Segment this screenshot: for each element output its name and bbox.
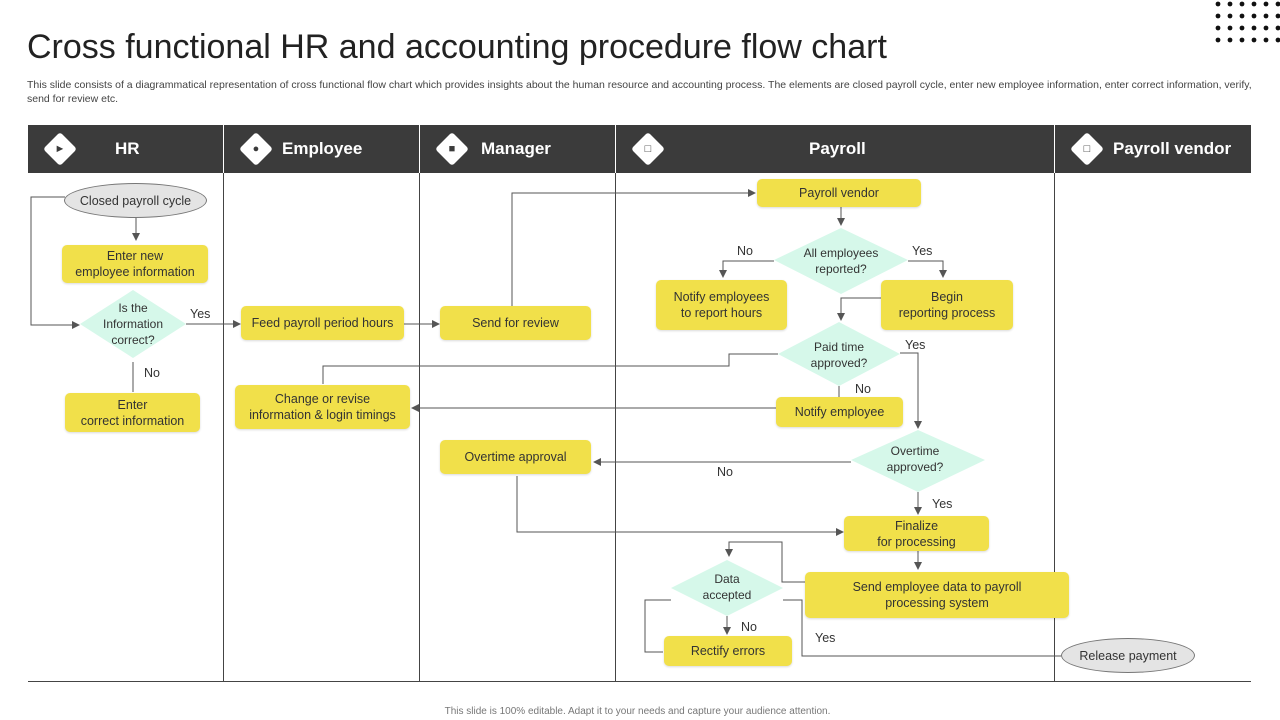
node-enter-new-employee-info: Enter new employee information (62, 245, 208, 283)
diamond-info-correct (80, 290, 186, 358)
node-rectify-errors: Rectify errors (664, 636, 792, 666)
node-notify-employee: Notify employee (776, 397, 903, 427)
edge-label-no: No (737, 244, 753, 258)
node-finalize-processing: Finalize for processing (844, 516, 989, 551)
lane-label-hr: HR (115, 139, 140, 158)
diamond-data-accepted (671, 560, 783, 616)
footer-note: This slide is 100% editable. Adapt it to… (444, 706, 831, 717)
node-send-employee-data: Send employee data to payroll processing… (805, 572, 1069, 618)
node-all-employees-reported: All employees reported? (803, 246, 879, 276)
node-data-accepted: Data accepted (702, 572, 752, 602)
edge-label-yes: Yes (905, 338, 926, 352)
edge-label-yes: Yes (815, 631, 836, 645)
node-send-for-review: Send for review (440, 306, 591, 340)
edge-label-yes: Yes (190, 307, 211, 321)
node-begin-reporting: Begin reporting process (881, 280, 1013, 330)
node-change-revise-info: Change or revise information & login tim… (235, 385, 410, 429)
edge-label-no: No (855, 382, 871, 396)
node-enter-correct-info: Enter correct information (65, 393, 200, 432)
lane-label-vendor: Payroll vendor (1113, 139, 1232, 158)
node-closed-payroll-cycle: Closed payroll cycle (64, 183, 207, 218)
node-overtime-approval: Overtime approval (440, 440, 591, 474)
lane-header-payroll: □ Payroll (616, 125, 1054, 173)
edge-label-no: No (144, 366, 160, 380)
node-overtime-approved: Overtime approved? (886, 444, 944, 474)
lane-label-payroll: Payroll (809, 139, 866, 158)
edge-label-no: No (741, 620, 757, 634)
lane-header-manager: ■ Manager (420, 125, 615, 173)
decorative-dots (1215, 1, 1280, 43)
lane-header-employee: ● Employee (224, 125, 419, 173)
lane-label-manager: Manager (481, 139, 551, 158)
lane-header-hr: ► HR (28, 125, 223, 173)
lane-label-employee: Employee (282, 139, 363, 158)
edge-label-yes: Yes (912, 244, 933, 258)
lane-header-vendor: □ Payroll vendor (1055, 125, 1251, 173)
node-paid-time-approved: Paid time approved? (810, 340, 868, 370)
page-title: Cross functional HR and accounting proce… (27, 28, 887, 66)
diamond-overtime (851, 430, 985, 492)
edge-label-no: No (717, 465, 733, 479)
node-feed-payroll-hours: Feed payroll period hours (241, 306, 404, 340)
node-notify-report-hours: Notify employees to report hours (656, 280, 787, 330)
diamond-all-reported (774, 228, 908, 294)
page-description: This slide consists of a diagrammatical … (27, 79, 1252, 105)
edge-label-yes: Yes (932, 497, 953, 511)
diamond-paid-time (778, 322, 900, 386)
node-release-payment: Release payment (1061, 638, 1195, 673)
node-payroll-vendor: Payroll vendor (757, 179, 921, 207)
node-is-info-correct: Is the Information correct? (102, 301, 164, 347)
